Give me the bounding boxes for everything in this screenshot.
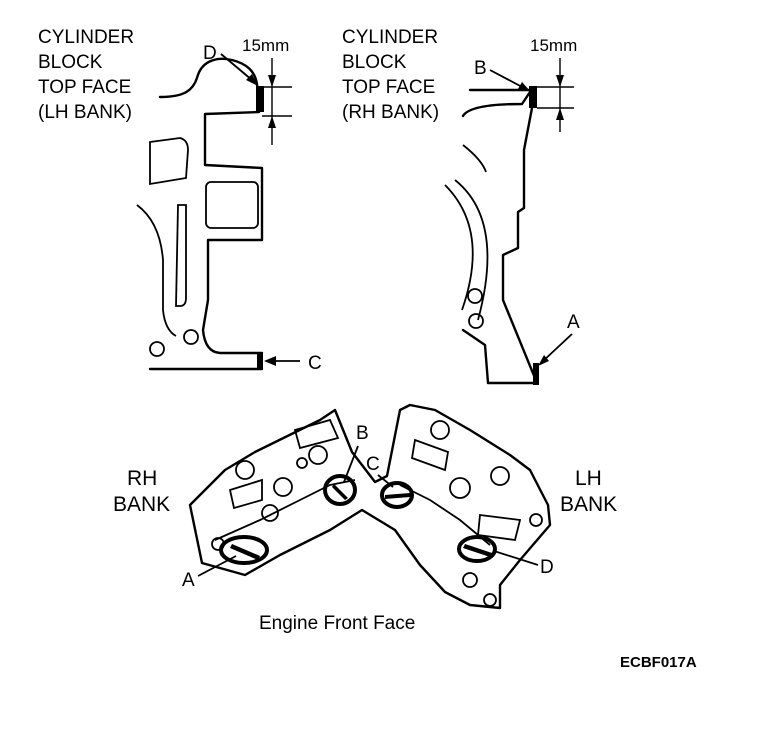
lh-hole-1 [149,341,165,357]
lh-casting-boss [149,137,189,186]
rh-sealant-a [533,363,539,385]
rh-title-line-4: (RH BANK) [342,102,439,123]
rh-hole-2 [468,313,484,329]
rh-bank-label-line-2: BANK [113,493,170,516]
rh-arc-outer [454,179,489,321]
rh-dimension-value: 15mm [530,36,577,55]
lh-slot [175,204,187,307]
lh-title-line-2: BLOCK [38,52,103,73]
leader-c [377,474,394,488]
rh-title-line-3: TOP FACE [342,77,435,98]
seal-location-b [323,474,357,506]
engine-front-face-view: RH BANK LH BANK B C [113,403,617,634]
engine-inner-ridge-left [214,479,356,541]
engine-block-outline [188,403,552,610]
rh-leader-b-arrow [518,82,530,91]
lh-point-d-label: D [203,43,217,64]
rh-arc-small [462,144,487,173]
engine-boss-2 [273,477,293,497]
rh-block-profile [461,90,539,385]
leader-a [197,555,237,577]
engine-boss-6 [296,457,308,469]
engine-boss-5 [308,445,328,465]
figure-code: ECBF017A [620,654,697,671]
lh-edge-curve [136,204,177,337]
lh-dim-extension [262,58,292,145]
lh-title-line-4: (LH BANK) [38,102,132,123]
engine-boss-7 [449,477,471,499]
lh-dim-arrows [268,75,276,128]
engine-boss-3 [261,504,279,522]
lh-hole-2 [183,329,199,345]
engine-boss-11 [483,593,497,607]
rh-leader-a [541,333,573,363]
lh-sealant-d [256,86,264,112]
engine-point-a-label: A [182,570,195,591]
lh-cover-outline [158,57,261,109]
rh-point-b-label: B [474,58,487,79]
rh-leader-b [489,69,525,89]
rh-dim-arrows [556,75,564,120]
engine-boss-9 [430,420,450,440]
engine-boss-8 [490,466,510,486]
engine-view-caption: Engine Front Face [259,613,415,634]
rh-leader-a-arrow [538,355,549,366]
engine-rib-left [228,418,340,510]
leader-b [343,445,359,483]
lh-leader-c-arrow [264,356,276,366]
lh-port [205,181,259,229]
lh-sealant-c [257,352,263,370]
engine-inner-ridge-right [399,484,491,546]
lh-title-line-3: TOP FACE [38,77,131,98]
rh-hole-1 [467,288,483,304]
engine-point-c-label: C [366,454,380,475]
rh-sealant-b [529,86,537,108]
seal-bead-a [230,544,260,560]
rh-dim-extension [537,58,574,132]
engine-point-b-label: B [356,423,369,444]
rh-bank-label-line-1: RH [127,467,157,490]
lh-leader-d-arrow [246,74,258,86]
lh-leader-d [220,53,253,81]
engine-point-d-label: D [540,557,554,578]
lh-block-profile [201,105,264,355]
lh-bank-label-line-2: BANK [560,493,617,516]
leader-d [493,550,539,566]
lh-dimension-value: 15mm [242,36,289,55]
seal-location-c [380,481,414,509]
rh-title-line-2: BLOCK [342,52,407,73]
seal-location-a [219,535,269,565]
seal-bead-b [332,484,348,500]
engine-boss-12 [529,513,543,527]
rh-bank-detail: CYLINDER BLOCK TOP FACE (RH BANK) 15mm B… [342,27,580,385]
lh-title-line-1: CYLINDER [38,27,134,48]
seal-bead-d [463,544,492,557]
rh-arc-inner [444,184,474,311]
engine-rib-right [410,438,522,541]
rh-point-a-label: A [567,312,580,333]
seal-location-d [457,535,497,563]
engine-boss-1 [235,460,255,480]
lh-bank-label-line-1: LH [575,467,602,490]
lh-bank-detail: CYLINDER BLOCK TOP FACE (LH BANK) 15mm D… [38,27,322,374]
rh-title-line-1: CYLINDER [342,27,438,48]
engine-boss-10 [462,572,478,588]
lh-point-c-label: C [308,353,322,374]
seal-bead-c [385,493,410,499]
